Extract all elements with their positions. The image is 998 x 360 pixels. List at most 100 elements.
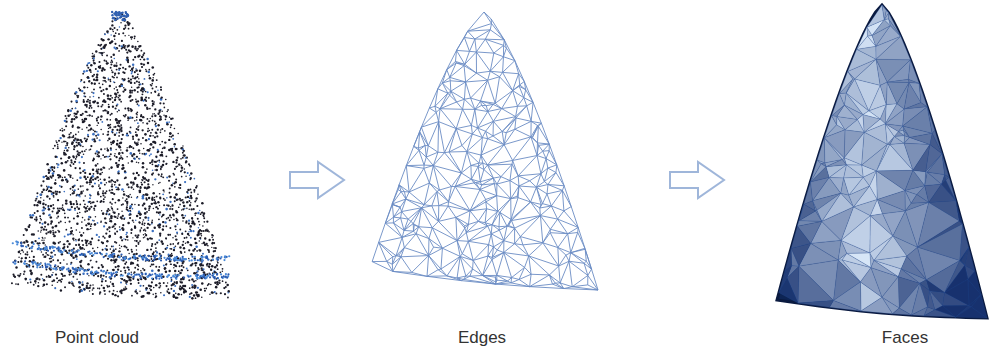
cloud-point — [128, 65, 130, 67]
cloud-point — [127, 195, 130, 198]
cloud-point — [23, 241, 26, 244]
cloud-point — [155, 266, 157, 268]
cloud-point — [72, 238, 74, 240]
cloud-point — [93, 173, 95, 175]
cloud-point — [115, 48, 117, 50]
cloud-point — [159, 154, 161, 156]
cloud-point — [188, 249, 190, 251]
cloud-point — [50, 191, 52, 193]
cloud-point — [132, 136, 134, 138]
cloud-point — [132, 63, 134, 65]
cloud-point — [191, 278, 193, 280]
cloud-point — [174, 128, 176, 130]
cloud-point — [57, 259, 59, 261]
cloud-point — [191, 284, 193, 286]
cloud-point — [158, 159, 160, 161]
cloud-point — [150, 266, 152, 268]
cloud-point — [144, 104, 146, 106]
cloud-point — [115, 96, 117, 98]
cloud-point — [159, 253, 161, 255]
cloud-point — [30, 281, 32, 283]
cloud-point — [68, 157, 70, 159]
cloud-point — [137, 142, 138, 143]
cloud-point — [160, 254, 162, 256]
cloud-point — [96, 76, 98, 78]
cloud-point — [135, 99, 137, 101]
cloud-point — [112, 129, 114, 131]
cloud-point — [92, 168, 94, 170]
cloud-point — [198, 234, 200, 236]
cloud-point — [126, 183, 129, 186]
cloud-point — [99, 44, 101, 46]
cloud-point — [96, 137, 98, 139]
cloud-point — [183, 217, 185, 219]
cloud-point — [194, 272, 196, 274]
cloud-point — [72, 276, 74, 278]
cloud-point — [90, 243, 92, 245]
cloud-point — [92, 179, 94, 181]
cloud-point — [65, 147, 67, 149]
cloud-point — [92, 247, 94, 249]
cloud-point — [126, 232, 128, 234]
cloud-point — [106, 245, 108, 247]
cloud-point — [212, 272, 214, 274]
cloud-point — [111, 24, 113, 26]
cloud-point — [43, 228, 45, 230]
cloud-point — [176, 199, 178, 201]
cloud-point — [40, 230, 42, 232]
cloud-point — [162, 221, 164, 223]
cloud-point — [94, 205, 96, 207]
cloud-point — [165, 225, 167, 227]
cloud-point — [155, 247, 157, 249]
cloud-point — [38, 278, 40, 280]
cloud-point — [113, 181, 114, 182]
cloud-point — [174, 264, 177, 267]
cloud-point — [136, 144, 138, 146]
cloud-point — [159, 205, 160, 206]
cloud-point — [126, 195, 128, 197]
cloud-point — [75, 256, 77, 258]
cloud-point — [70, 174, 72, 176]
cloud-point — [97, 192, 99, 194]
cloud-point — [109, 28, 111, 30]
cloud-point — [75, 240, 77, 242]
cloud-point — [131, 117, 133, 119]
cloud-point — [198, 294, 200, 296]
cloud-point — [224, 293, 226, 295]
cloud-point — [96, 200, 98, 202]
cloud-point — [164, 267, 167, 270]
cloud-point — [114, 134, 116, 136]
cloud-point — [64, 286, 66, 288]
cloud-point — [153, 287, 155, 289]
cloud-point — [80, 266, 82, 268]
cloud-point — [91, 115, 93, 117]
cloud-point — [74, 145, 76, 147]
cloud-point — [128, 118, 130, 120]
cloud-point — [75, 229, 77, 231]
cloud-point — [145, 287, 148, 290]
cloud-point — [124, 272, 126, 274]
cloud-point — [67, 246, 69, 248]
cloud-point — [24, 278, 26, 280]
cloud-point — [26, 229, 28, 231]
cloud-point — [75, 254, 78, 257]
cloud-point — [161, 216, 163, 218]
cloud-point — [72, 189, 73, 190]
cloud-point — [140, 277, 142, 279]
cloud-point — [105, 232, 107, 234]
cloud-point — [163, 294, 165, 296]
cloud-point — [199, 263, 201, 265]
cloud-point — [196, 270, 198, 272]
cloud-point — [65, 125, 67, 127]
cloud-point — [84, 96, 86, 98]
cloud-point — [89, 179, 92, 182]
cloud-point — [147, 71, 150, 74]
cloud-point — [152, 77, 154, 79]
cloud-point — [75, 108, 76, 109]
cloud-point — [89, 62, 91, 64]
cloud-point — [163, 221, 165, 223]
cloud-point — [68, 221, 70, 223]
cloud-point — [120, 22, 122, 24]
cloud-point — [105, 88, 108, 91]
cloud-point — [122, 197, 124, 199]
